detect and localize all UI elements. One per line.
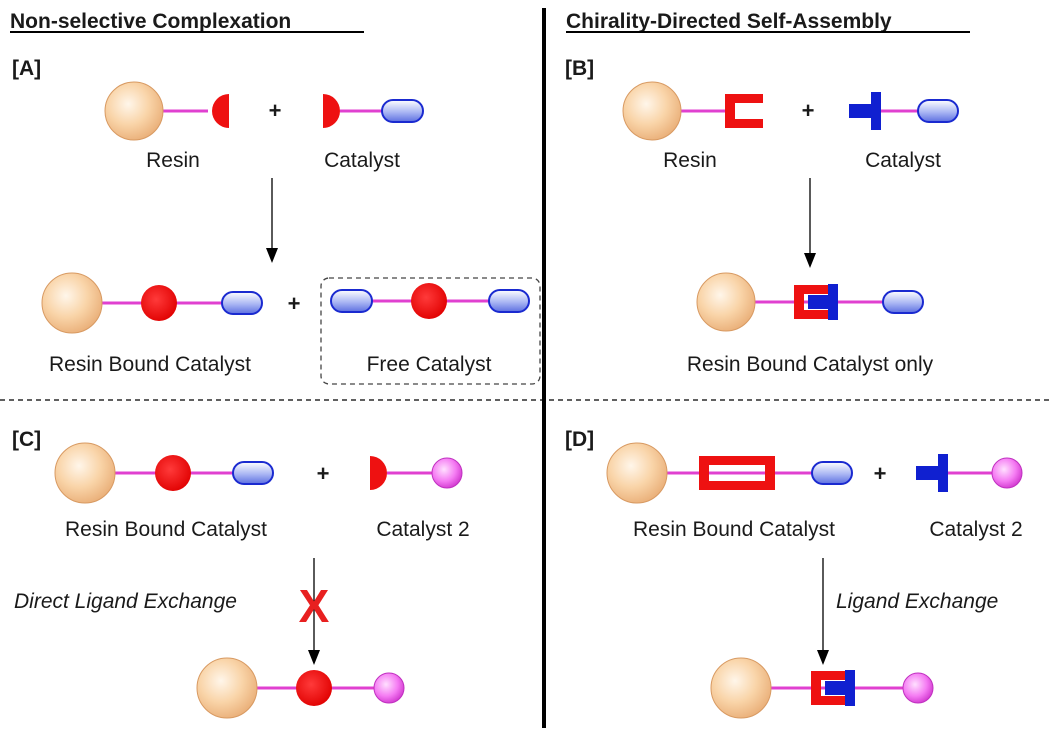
panel-b-tag: [B] [565,57,594,80]
panel-b-resin [622,81,763,141]
panel-c-reaction-arrow [308,558,320,665]
panel-c-arrow-label: Direct Ligand Exchange [14,590,237,613]
panel-b-catalyst [849,92,959,130]
panel-c-bound-label: Resin Bound Catalyst [65,518,267,541]
panel-a-catalyst [323,94,424,128]
panel-a-tag: [A] [12,57,41,80]
panel-c-tag: [C] [12,428,41,451]
heading-chirality-directed: Chirality-Directed Self-Assembly [566,10,892,33]
panel-b-product-label: Resin Bound Catalyst only [687,353,934,376]
panel-d-resin-bound-catalyst [606,442,853,504]
panel-d-catalyst-2 [916,454,1023,492]
panel-d-arrow-label: Ligand Exchange [836,590,998,613]
panel-b-resin-bound-catalyst [696,272,924,332]
panel-a-reaction-arrow [266,178,278,263]
panel-a-product-plus: + [288,291,301,316]
panel-a-plus: + [269,98,282,123]
panel-a-free-catalyst [330,283,530,319]
panel-a-free-label: Free Catalyst [367,353,492,376]
panel-b-plus: + [802,98,815,123]
panel-a-resin-bound-catalyst [41,272,263,334]
panel-a-resin [104,81,229,141]
panel-d-bound-label: Resin Bound Catalyst [633,518,835,541]
free-catalyst-dashed-box [320,277,541,385]
panel-a-bound-label: Resin Bound Catalyst [49,353,251,376]
panel-d-plus: + [874,461,887,486]
panel-d-catalyst2-label: Catalyst 2 [929,518,1022,541]
panel-c-plus: + [317,461,330,486]
panel-a-resin-label: Resin [146,149,200,172]
panel-b-resin-label: Resin [663,149,717,172]
panel-d-tag: [D] [565,428,594,451]
blocked-x-mark: X [299,580,330,632]
panel-b-reaction-arrow [804,178,816,268]
panel-c-resin-bound-catalyst [54,442,274,504]
panel-a-catalyst-label: Catalyst [324,149,400,172]
panel-d-product [710,657,934,719]
heading-non-selective: Non-selective Complexation [10,10,291,33]
panel-b-catalyst-label: Catalyst [865,149,941,172]
panel-c-product [196,657,405,719]
panel-c-catalyst-2 [370,456,463,490]
panel-c-catalyst2-label: Catalyst 2 [376,518,469,541]
panel-d-reaction-arrow [817,558,829,665]
